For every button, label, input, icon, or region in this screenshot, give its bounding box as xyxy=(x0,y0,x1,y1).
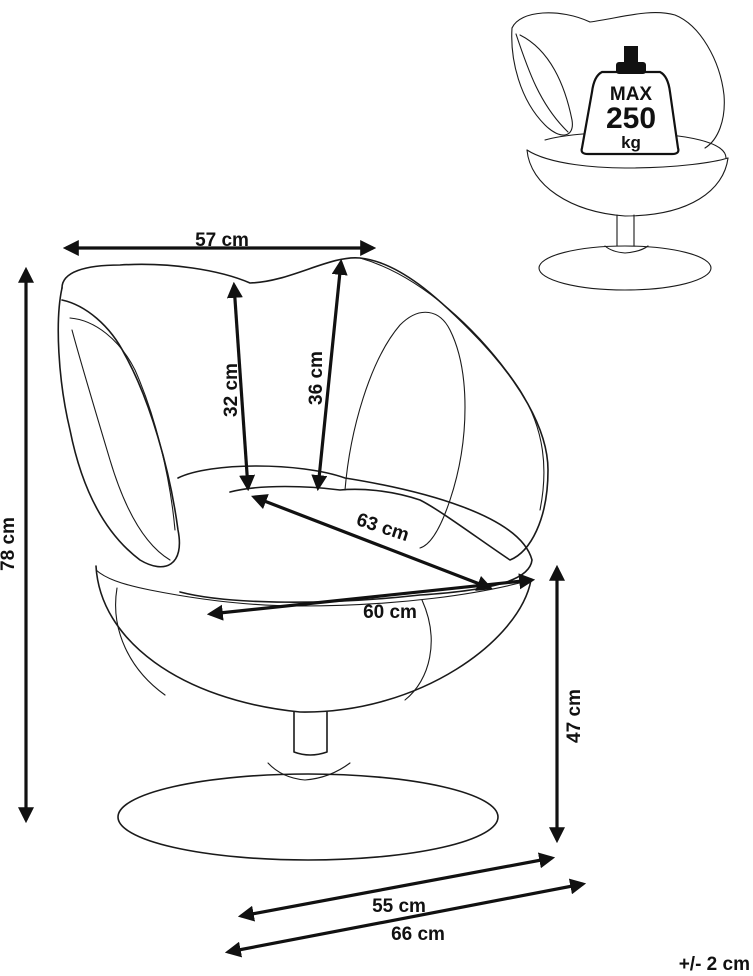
dimension-labels: 57 cm 78 cm 32 cm 36 cm 63 cm 60 cm 47 c… xyxy=(0,230,750,975)
thumb-armrest xyxy=(511,27,573,136)
weight-icon xyxy=(580,70,680,156)
max-value: 250 xyxy=(606,102,656,135)
dim-line-60 xyxy=(206,573,536,621)
dimension-lines xyxy=(18,240,587,958)
label-60: 60 cm xyxy=(363,602,417,623)
bowl-seam-left xyxy=(115,587,166,696)
chair-stem xyxy=(293,711,328,756)
armrest-left-piping xyxy=(71,329,171,561)
dim-line-36 xyxy=(311,258,348,492)
armrest-left-inner xyxy=(69,317,176,531)
label-32: 32 cm xyxy=(221,363,242,417)
seat-bowl xyxy=(95,565,532,713)
base-cone xyxy=(267,762,351,781)
max-unit: kg xyxy=(621,133,641,152)
label-57: 57 cm xyxy=(195,230,249,251)
dim-line-63 xyxy=(251,494,493,591)
dim-line-66 xyxy=(224,878,587,958)
label-36: 36 cm xyxy=(306,351,327,405)
dim-line-32 xyxy=(226,281,256,492)
backrest-shell xyxy=(61,257,549,561)
thumbnail-chair xyxy=(511,12,729,291)
label-78: 78 cm xyxy=(0,517,19,571)
max-load-badge: MAX 250 kg xyxy=(580,46,680,156)
seat-cushion xyxy=(177,465,533,603)
thumb-stem xyxy=(616,214,635,247)
thumb-cushion xyxy=(544,131,727,159)
label-47: 47 cm xyxy=(564,689,585,743)
back-piping xyxy=(359,257,545,511)
thumb-base-cone xyxy=(604,245,649,254)
thumb-rim xyxy=(526,149,729,169)
label-55: 55 cm xyxy=(372,896,426,917)
label-66: 66 cm xyxy=(391,924,445,945)
thumb-bowl xyxy=(526,149,729,217)
weight-knob-icon xyxy=(616,62,646,74)
label-63: 63 cm xyxy=(354,509,412,546)
armrest-left xyxy=(57,287,181,568)
thumb-backrest xyxy=(511,12,725,149)
thumb-base xyxy=(538,245,712,291)
max-label: MAX xyxy=(610,84,653,105)
chair-drawing xyxy=(57,257,549,861)
chair-base xyxy=(117,773,499,861)
thumb-armrest-piping xyxy=(515,33,569,133)
tolerance-label: +/- 2 cm xyxy=(679,954,750,975)
